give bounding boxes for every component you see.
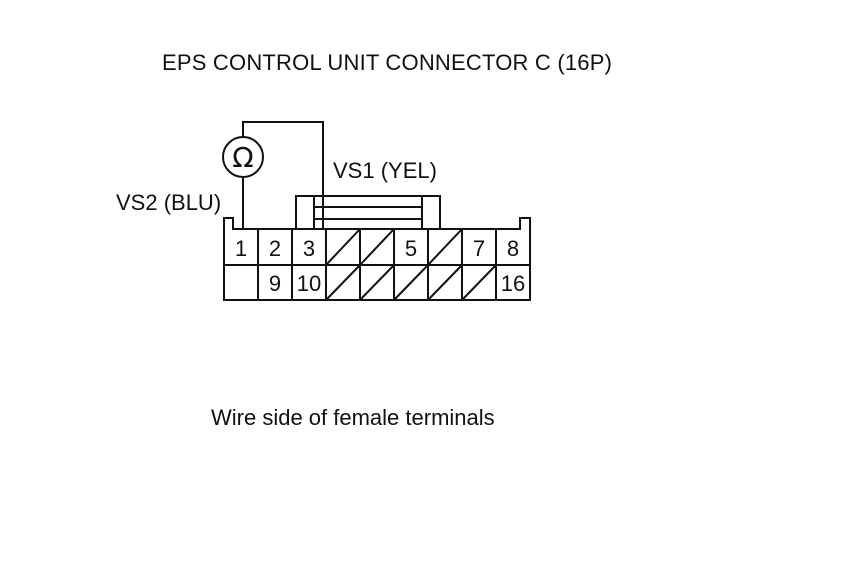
vs1-label: VS1 (YEL) [333,158,437,183]
terminal-16: 16 [501,271,525,296]
vs2-label: VS2 (BLU) [116,190,222,215]
terminal-5: 5 [405,236,417,261]
terminal-10: 10 [297,271,321,296]
ohm-icon: Ω [232,141,253,174]
blocked-cavity-slash [427,264,463,301]
terminal-3: 3 [303,236,315,261]
terminal-8: 8 [507,236,519,261]
probe-lead-vs1 [242,121,324,229]
terminal-7: 7 [473,236,485,261]
blocked-cavity-slash [393,264,429,301]
locking-tab [295,195,441,229]
blocked-cavity-slash [359,228,395,266]
blocked-cavity-slash [427,228,463,266]
blocked-cavity-slash [359,264,395,301]
terminal-1: 1 [235,236,247,261]
blocked-cavity-slash [325,264,361,301]
blocked-cavity-slash [325,228,361,266]
terminal-2: 2 [269,236,281,261]
blocked-cavity-slash [461,264,497,301]
connector-housing [223,217,531,301]
diagram-title: EPS CONTROL UNIT CONNECTOR C (16P) [162,50,613,75]
terminal-9: 9 [269,271,281,296]
caption: Wire side of female terminals [211,405,495,430]
